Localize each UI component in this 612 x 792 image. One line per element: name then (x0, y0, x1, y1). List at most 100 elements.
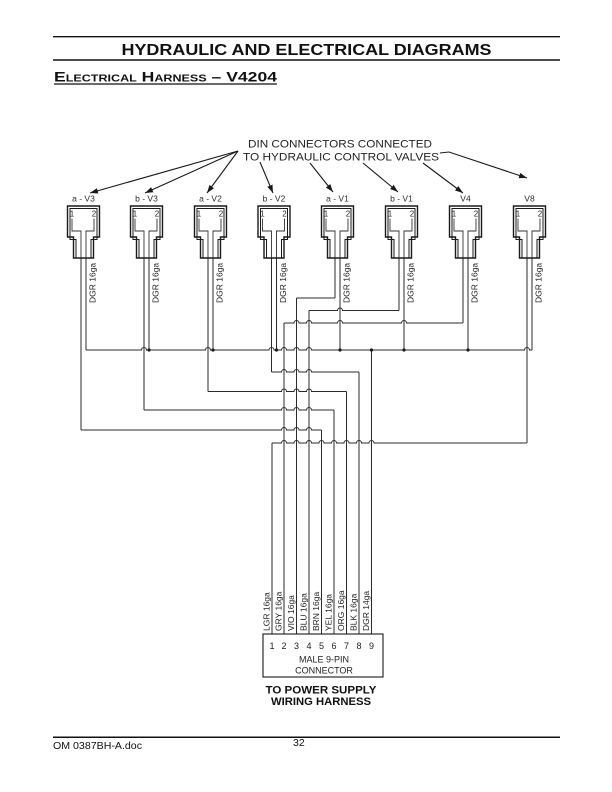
harness-pin-number: 3 (294, 641, 299, 651)
din-connector-label: b - V3 (135, 194, 158, 204)
din-connector-housing-inner (451, 208, 480, 258)
din-pin-1-lead (262, 218, 272, 258)
callout-arrow (89, 150, 239, 194)
din-connector-label: b - V1 (390, 194, 413, 204)
callout-line-1: DIN CONNECTORS CONNECTED (248, 138, 432, 150)
din-ground-wire-label: DGR 16ga (406, 263, 416, 303)
callout-arrow (206, 150, 239, 194)
din-pin-2-lead (148, 218, 158, 258)
page-number: 32 (293, 737, 305, 749)
din-pin-1-lead (134, 218, 145, 258)
harness-pin-number: 5 (319, 641, 324, 651)
harness-pin-number: 1 (269, 641, 274, 651)
harness-wire-label: LGR 16ga (262, 592, 272, 631)
din-pin-1-label: 1 (516, 210, 521, 219)
din-pin-2-lead (403, 218, 413, 258)
din-pin-1-label: 1 (260, 210, 265, 219)
page-header: HYDRAULIC AND ELECTRICAL DIAGRAMS Electr… (53, 36, 560, 85)
harness-pin-number: 4 (306, 641, 311, 651)
din-pin-2-lead (467, 218, 477, 258)
din-ground-wire-label: DGR 16ga (278, 263, 288, 303)
destination-line-1: TO POWER SUPPLY (266, 685, 378, 697)
din-pin-1-lead (453, 218, 464, 258)
harness-pin-number: 7 (344, 641, 349, 651)
page-footer: OM 0387BH-A.doc 32 (53, 736, 560, 752)
harness-connector-name-line-1: MALE 9-PIN (299, 655, 349, 665)
junction-dot (466, 348, 470, 352)
din-pin-2-lead (339, 218, 349, 258)
din-pin-1-lead (517, 218, 528, 258)
din-ground-wire-label: DGR 16ga (88, 263, 98, 303)
din-connector-label: a - V1 (326, 194, 349, 204)
signal-wire-run (144, 407, 334, 411)
destination-line-2: WIRING HARNESS (271, 696, 371, 708)
harness-wire-label: BLU 16ga (299, 593, 309, 631)
din-connector-label: a - V2 (199, 194, 222, 204)
callout-arrow (259, 161, 274, 194)
harness-wire-label: BLK 16ga (349, 593, 359, 631)
din-pin-2-label: 2 (219, 210, 224, 219)
harness-wire-label: BRN 16ga (311, 592, 321, 631)
document-id: OM 0387BH-A.doc (53, 740, 142, 752)
din-connector-housing-inner (260, 208, 288, 258)
callout-arrow (144, 150, 239, 194)
signal-wire-run (81, 427, 322, 431)
din-pin-2-lead (85, 218, 95, 258)
din-pin-1-lead (71, 218, 82, 258)
harness-pin-number: 8 (356, 641, 361, 651)
harness-wire-label: VIO 16ga (286, 595, 296, 631)
din-pin-1-lead (198, 218, 209, 258)
section-title: Electrical Harness – V4204 (54, 69, 277, 85)
junction-dot (147, 348, 151, 352)
signal-wire-run (208, 388, 347, 392)
junction-dot (402, 348, 406, 352)
din-pin-1-lead (389, 218, 400, 258)
callout-arrow (439, 151, 528, 179)
harness-connector-body (262, 633, 384, 678)
din-pin-1-label: 1 (197, 210, 202, 219)
din-pin-1-label: 1 (324, 210, 329, 219)
din-connector-housing-inner (515, 208, 544, 258)
din-pin-2-lead (212, 218, 222, 258)
din-pin-2-label: 2 (92, 210, 97, 219)
din-pin-2-label: 2 (346, 210, 351, 219)
signal-wire-run (284, 320, 463, 324)
harness-wire-label: YEL 16ga (324, 594, 334, 631)
electrical-harness-diagram: DIN CONNECTORS CONNECTED TO HYDRAULIC CO… (66, 138, 547, 709)
callout-arrow (362, 162, 399, 193)
din-connector-housing-inner (132, 208, 161, 258)
din-pin-2-label: 2 (538, 210, 543, 219)
harness-pin-number: 9 (369, 641, 374, 651)
page-title: HYDRAULIC AND ELECTRICAL DIAGRAMS (122, 42, 492, 59)
harness-wire-label: ORG 16ga (336, 590, 346, 631)
ground-bus (86, 347, 532, 351)
din-pin-2-label: 2 (410, 210, 415, 219)
din-pin-1-lead (325, 218, 336, 258)
din-pin-2-label: 2 (474, 210, 479, 219)
harness-wire-label: GRY 16ga (274, 591, 284, 631)
din-connector-housing-inner (196, 208, 225, 258)
din-connector-label: V8 (524, 194, 535, 204)
callout-line-2: TO HYDRAULIC CONTROL VALVES (243, 151, 439, 163)
din-pin-1-label: 1 (452, 210, 457, 219)
din-pin-2-label: 2 (282, 210, 287, 219)
din-ground-wire-label: DGR 16ga (342, 263, 352, 303)
harness-pin-number: 6 (331, 641, 336, 651)
signal-wire-run (309, 307, 399, 311)
din-ground-wire-label: DGR 16ga (151, 263, 161, 303)
junction-dot (338, 348, 342, 352)
callout-arrows (89, 150, 528, 194)
destination-label: TO POWER SUPPLY WIRING HARNESS (266, 685, 378, 709)
din-connector-label: V4 (460, 194, 471, 204)
junction-dot (369, 348, 374, 352)
callout-arrow (309, 162, 334, 193)
